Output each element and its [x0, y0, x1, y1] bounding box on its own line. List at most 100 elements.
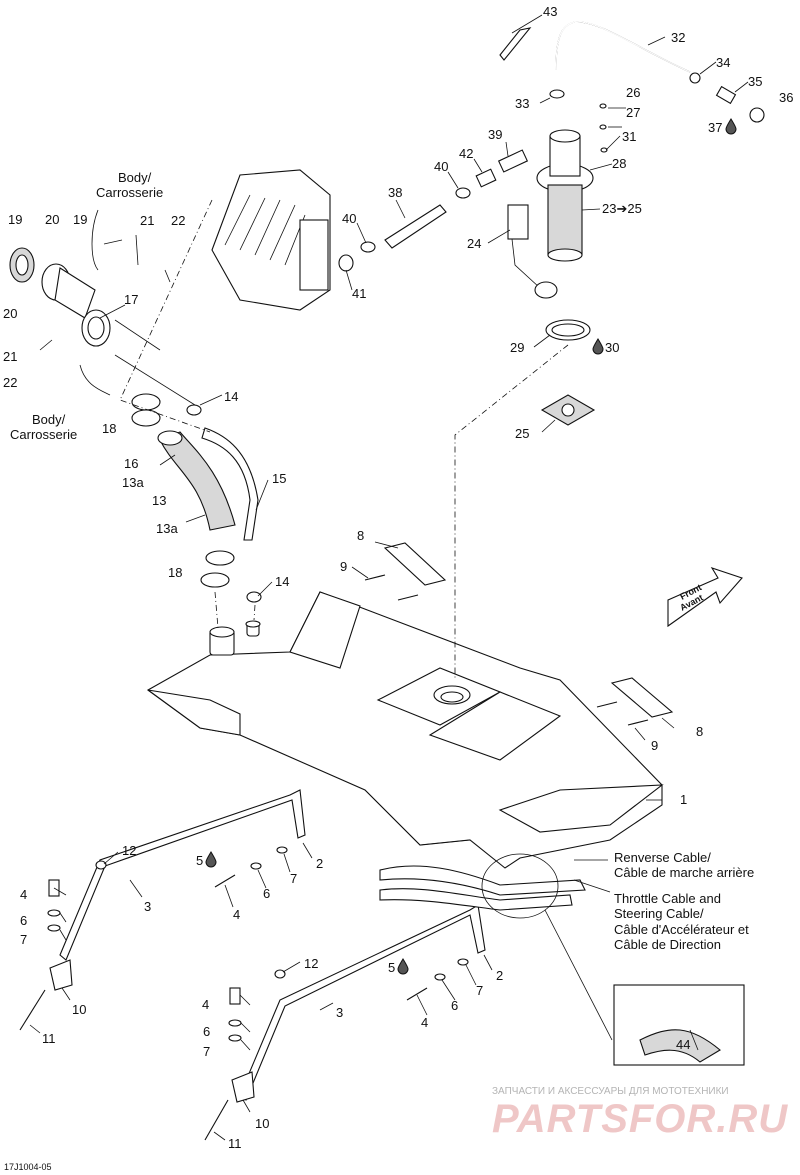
- callout-5: 5: [196, 853, 203, 868]
- callout-10: 10: [72, 1002, 86, 1017]
- body-note-bottom: Carrosserie: [10, 427, 77, 442]
- callout-19: 19: [8, 212, 22, 227]
- tank-straps: [19, 789, 486, 1141]
- filler-neck-assembly: [9, 247, 262, 603]
- callout-33: 33: [515, 96, 529, 111]
- tank-pads: [364, 542, 674, 726]
- callout-22: 22: [3, 375, 17, 390]
- callout-26: 26: [626, 85, 640, 100]
- text-notes: Body/ Carrosserie Body/ Carrosserie Renv…: [10, 170, 754, 952]
- vent-hose: [499, 21, 765, 123]
- callout-24: 24: [467, 236, 481, 251]
- callout-12: 12: [122, 843, 136, 858]
- strap-hardware: [47, 846, 469, 1042]
- callout-6: 6: [263, 886, 270, 901]
- callout-32: 32: [671, 30, 685, 45]
- callout-7: 7: [290, 871, 297, 886]
- callout-14: 14: [275, 574, 289, 589]
- callout-labels: 1 2 2 3 3 4 4 4 4 5 5 6 6 6 6 7 7 7 7 8 …: [3, 4, 793, 1151]
- callout-13: 13: [152, 493, 166, 508]
- throttle-cable-note: Throttle Cable and: [614, 891, 721, 906]
- callout-16: 16: [124, 456, 138, 471]
- callout-20: 20: [45, 212, 59, 227]
- callout-20: 20: [3, 306, 17, 321]
- engine-block: [211, 169, 331, 311]
- drop-icon: [592, 338, 604, 355]
- callout-4: 4: [202, 997, 209, 1012]
- callout-29: 29: [510, 340, 524, 355]
- throttle-cable-note: Câble d'Accélérateur et: [614, 922, 749, 937]
- callout-35: 35: [748, 74, 762, 89]
- callout-12: 12: [304, 956, 318, 971]
- callout-7: 7: [20, 932, 27, 947]
- callout-31: 31: [622, 129, 636, 144]
- callout-21: 21: [140, 213, 154, 228]
- callout-30: 30: [605, 340, 619, 355]
- callout-6: 6: [20, 913, 27, 928]
- drop-icon: [725, 118, 737, 135]
- callout-6: 6: [203, 1024, 210, 1039]
- drop-icon: [397, 958, 409, 975]
- callout-19: 19: [73, 212, 87, 227]
- body-note-top: Carrosserie: [96, 185, 163, 200]
- callout-41: 41: [352, 286, 366, 301]
- callout-13a: 13a: [122, 475, 144, 490]
- callout-22: 22: [171, 213, 185, 228]
- fuel-pump-assembly: [507, 103, 608, 426]
- callout-1: 1: [680, 792, 687, 807]
- callout-4: 4: [421, 1015, 428, 1030]
- callout-4: 4: [233, 907, 240, 922]
- drop-icon: [205, 851, 217, 868]
- callout-2: 2: [316, 856, 323, 871]
- callout-27: 27: [626, 105, 640, 120]
- fuel-tank: [146, 591, 664, 869]
- callout-2: 2: [496, 968, 503, 983]
- callout-4: 4: [20, 887, 27, 902]
- callout-36: 36: [779, 90, 793, 105]
- body-note-top: Body/: [118, 170, 152, 185]
- callout-10: 10: [255, 1116, 269, 1131]
- throttle-cable-note: Câble de Direction: [614, 937, 721, 952]
- callout-3: 3: [144, 899, 151, 914]
- callout-3: 3: [336, 1005, 343, 1020]
- callout-13a: 13a: [156, 521, 178, 536]
- callout-8: 8: [696, 724, 703, 739]
- callout-11: 11: [42, 1031, 56, 1046]
- throttle-cable-note: Steering Cable/: [614, 906, 704, 921]
- callout-9: 9: [340, 559, 347, 574]
- callout-44: 44: [676, 1037, 690, 1052]
- callout-18: 18: [168, 565, 182, 580]
- cable-bundle: [379, 853, 745, 1066]
- callout-8: 8: [357, 528, 364, 543]
- callout-11: 11: [228, 1136, 242, 1151]
- reverse-cable-note: Câble de marche arrière: [614, 865, 754, 880]
- callout-38: 38: [388, 185, 402, 200]
- callout-7: 7: [203, 1044, 210, 1059]
- callout-43: 43: [543, 4, 557, 19]
- callout-39: 39: [488, 127, 502, 142]
- watermark-text: ЗАПЧАСТИ И АКСЕССУАРЫ ДЛЯ МОТОТЕХНИКИ: [492, 1086, 729, 1097]
- callout-23-to-25: 23➔25: [602, 201, 642, 216]
- callout-14: 14: [224, 389, 238, 404]
- callout-15: 15: [272, 471, 286, 486]
- callout-28: 28: [612, 156, 626, 171]
- callout-6: 6: [451, 998, 458, 1013]
- fuel-line: [338, 149, 529, 272]
- drawing-id: 17J1004-05: [4, 1162, 52, 1172]
- callout-37: 37: [708, 120, 722, 135]
- body-note-bottom: Body/: [32, 412, 66, 427]
- front-arrow-icon: Front Avant: [667, 567, 743, 628]
- callout-18: 18: [102, 421, 116, 436]
- leader-lines: [29, 14, 749, 1141]
- callout-21: 21: [3, 349, 17, 364]
- callout-40: 40: [342, 211, 356, 226]
- callout-7: 7: [476, 983, 483, 998]
- callout-5: 5: [388, 960, 395, 975]
- reverse-cable-note: Renverse Cable/: [614, 850, 711, 865]
- watermark-logo: PARTSFOR.RU: [492, 1097, 788, 1141]
- callout-40: 40: [434, 159, 448, 174]
- callout-25: 25: [515, 426, 529, 441]
- callout-9: 9: [651, 738, 658, 753]
- callout-34: 34: [716, 55, 730, 70]
